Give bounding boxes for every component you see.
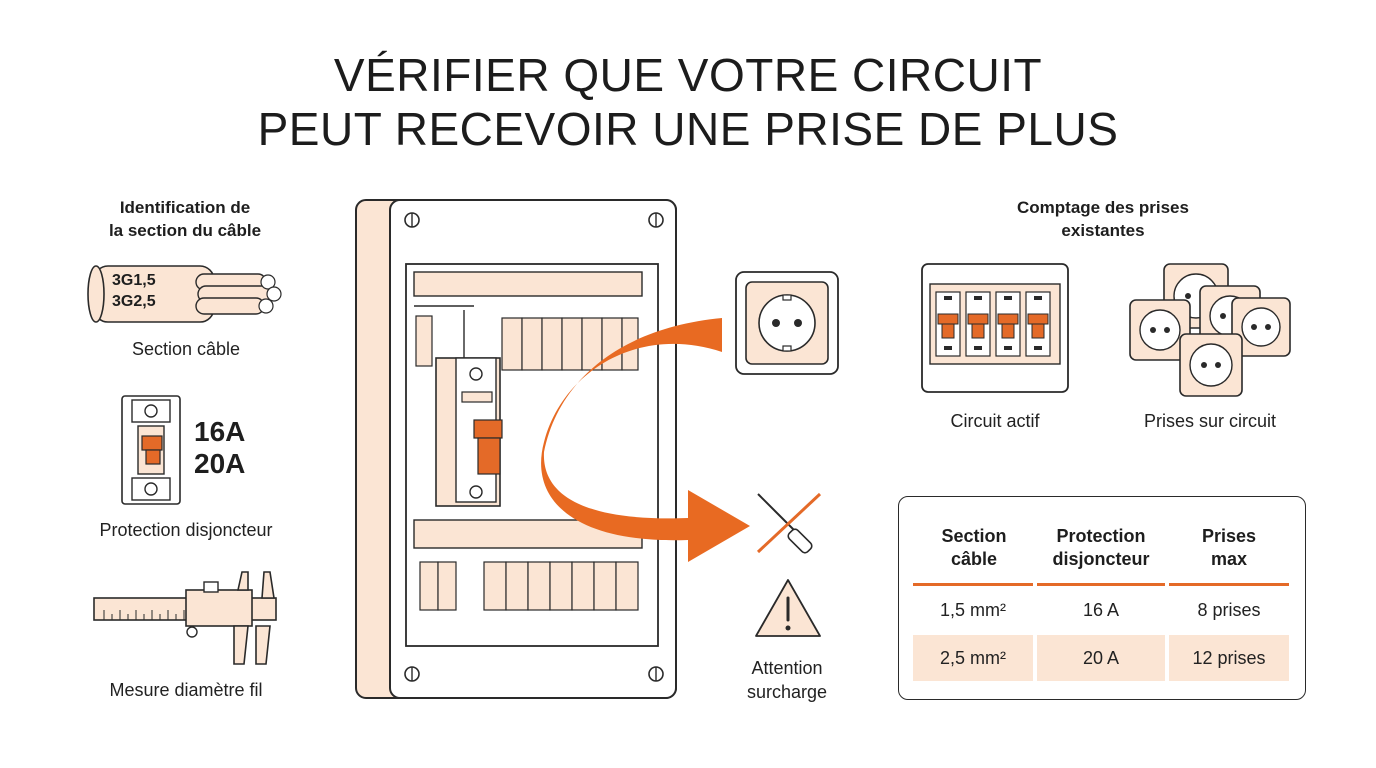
warning-icon xyxy=(755,579,821,637)
cable-heading-line-2: la section du câble xyxy=(108,221,262,240)
count-heading: Comptage des prises existantes xyxy=(990,196,1216,242)
header-section-line-1: Section xyxy=(941,526,1007,546)
row-shade xyxy=(913,635,1033,681)
cable-section-heading: Identification de la section du câble xyxy=(80,196,290,242)
cable-heading-line-1: Identification de xyxy=(119,198,251,217)
caliper-caption: Mesure diamètre fil xyxy=(109,680,263,700)
circuit-breakers-icon xyxy=(921,263,1069,393)
table-cell: 16 A xyxy=(1082,600,1120,620)
header-protection-line-2: disjoncteur xyxy=(1052,549,1150,569)
warning-line-2: surcharge xyxy=(746,682,828,702)
table-cell: 20 A xyxy=(1082,648,1120,668)
count-heading-line-2: existantes xyxy=(1061,221,1145,240)
cable-caption: Section câble xyxy=(131,339,241,359)
circuit-caption: Circuit actif xyxy=(950,411,1040,431)
cable-icon xyxy=(87,265,282,323)
rating-16a: 16A xyxy=(194,416,246,447)
cable-label-2: 3G2,5 xyxy=(112,293,156,310)
header-rule xyxy=(1169,583,1289,586)
screwdriver-crossed-icon xyxy=(756,492,822,554)
header-prises-line-2: max xyxy=(1210,549,1248,569)
table-cell: 12 prises xyxy=(1192,648,1266,668)
table-header-prises: Prises max xyxy=(1169,525,1289,571)
curved-arrow-icon xyxy=(541,318,750,562)
sockets-cluster-icon xyxy=(1129,263,1291,397)
header-rule xyxy=(1037,583,1165,586)
warning-line-1: Attention xyxy=(751,658,823,678)
row-shade xyxy=(1169,635,1289,681)
warning-caption: Attention surcharge xyxy=(716,656,858,704)
cable-labels: 3G1,5 3G2,5 xyxy=(112,270,156,312)
header-rule xyxy=(913,583,1033,586)
table-cell: 1,5 mm² xyxy=(939,600,1006,620)
row-shade xyxy=(1037,635,1165,681)
breaker-icon xyxy=(121,395,181,505)
breaker-ratings: 16A 20A xyxy=(194,416,245,480)
count-heading-line-1: Comptage des prises xyxy=(1017,198,1189,217)
rating-20a: 20A xyxy=(194,448,246,479)
table-cell: 8 prises xyxy=(1197,600,1261,620)
capacity-table: Section câble Protection disjoncteur Pri… xyxy=(898,496,1306,700)
breaker-caption: Protection disjoncteur xyxy=(99,520,273,540)
table-header-section: Section câble xyxy=(915,525,1033,571)
sockets-caption: Prises sur circuit xyxy=(1143,411,1277,431)
caliper-icon xyxy=(93,571,277,665)
socket-icon xyxy=(735,271,839,375)
header-section-line-2: câble xyxy=(950,549,998,569)
title-line-2: PEUT RECEVOIR UNE PRISE DE PLUS xyxy=(257,103,1119,155)
title-line-1: VÉRIFIER QUE VOTRE CIRCUIT xyxy=(333,49,1043,101)
page-title: VÉRIFIER QUE VOTRE CIRCUIT PEUT RECEVOIR… xyxy=(0,48,1376,156)
header-prises-line-1: Prises xyxy=(1201,526,1257,546)
header-protection-line-1: Protection xyxy=(1056,526,1146,546)
cable-label-1: 3G1,5 xyxy=(112,272,156,289)
table-header-protection: Protection disjoncteur xyxy=(1037,525,1165,571)
table-cell: 2,5 mm² xyxy=(939,648,1006,668)
